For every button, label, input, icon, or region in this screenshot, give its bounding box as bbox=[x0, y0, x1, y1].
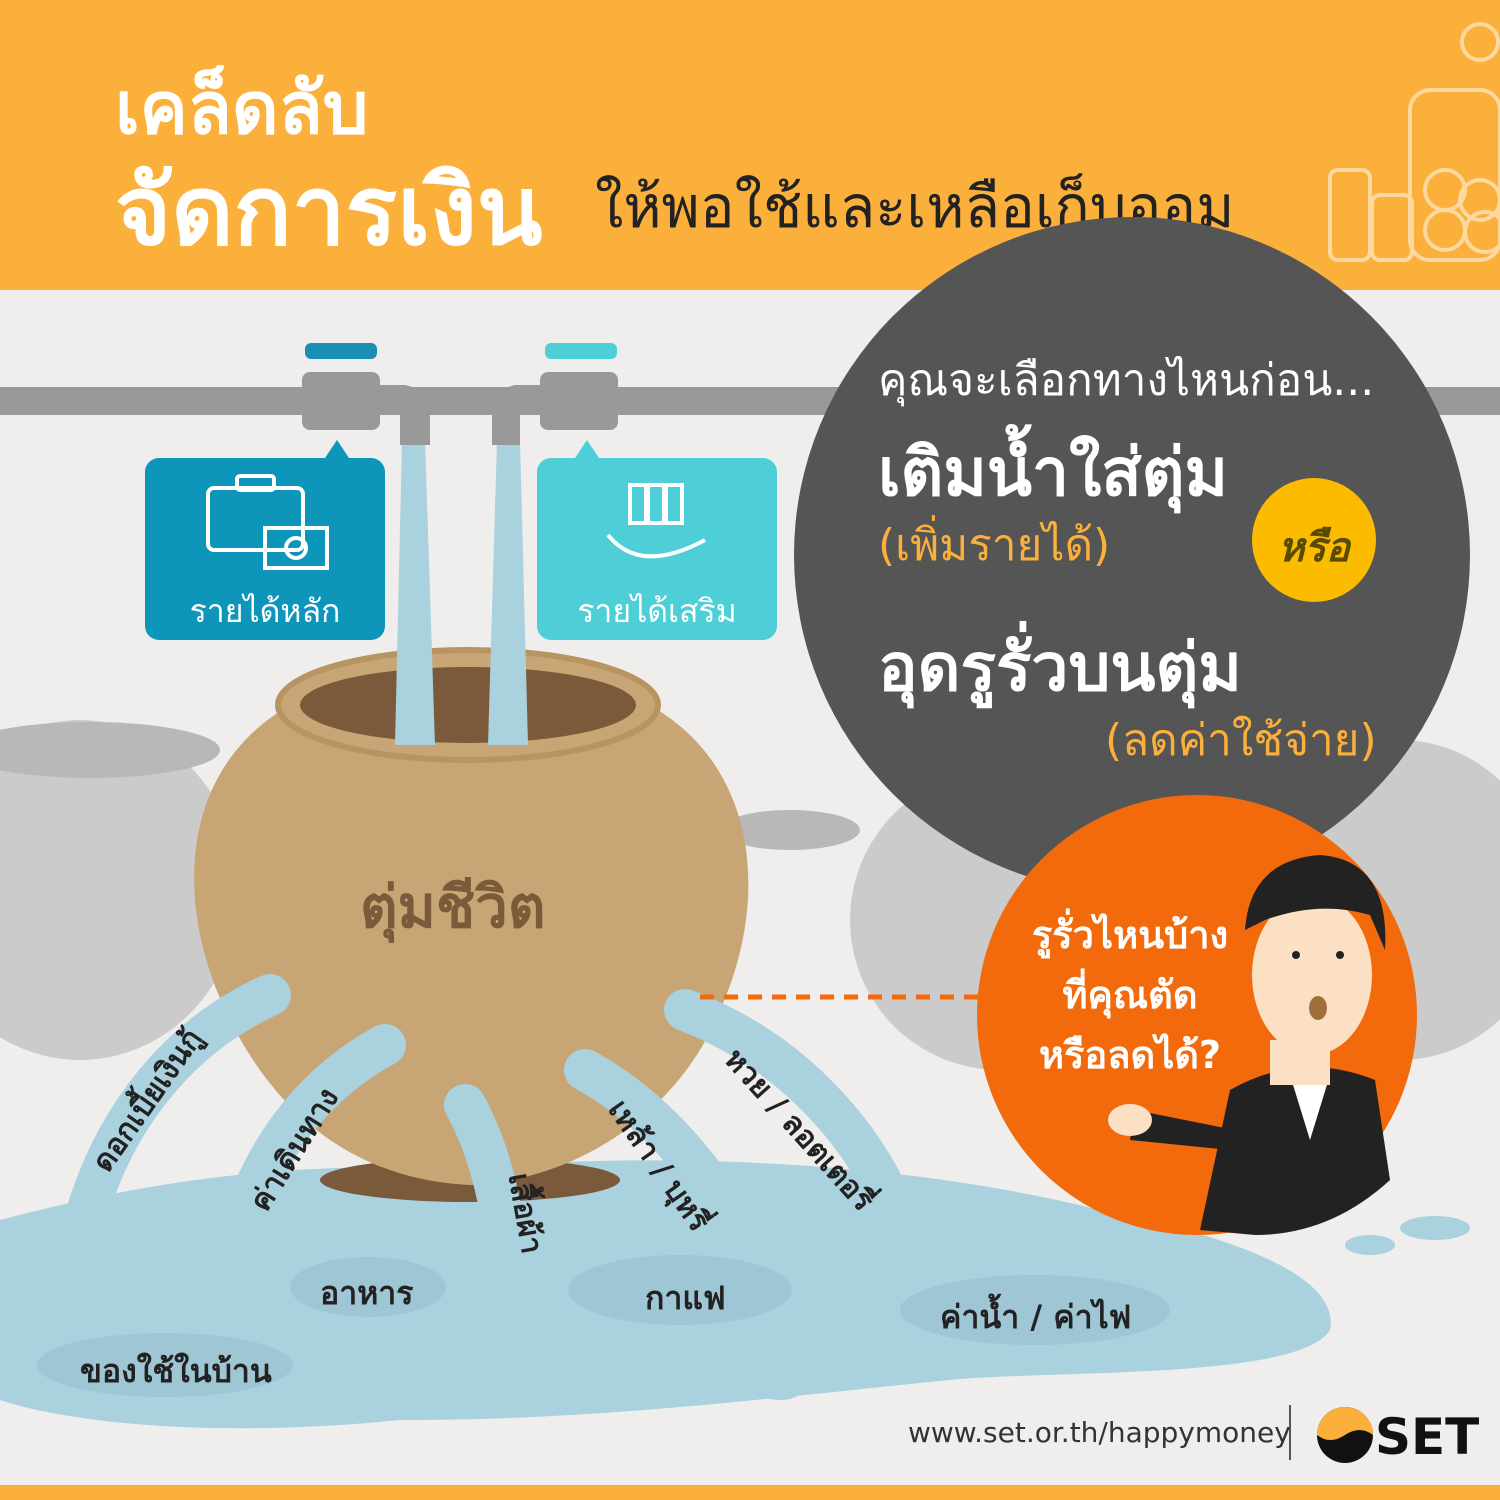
website-link[interactable]: www.set.or.th/happymoney bbox=[908, 1416, 1291, 1449]
coin-jar-plant-icon bbox=[1328, 22, 1500, 262]
question-circle bbox=[794, 217, 1470, 893]
businessman-illustration bbox=[1108, 855, 1390, 1235]
or-label: หรือ bbox=[1278, 525, 1350, 571]
puddle-label-coffee: กาแฟ bbox=[645, 1279, 726, 1317]
main-income-label: รายได้หลัก bbox=[189, 592, 341, 630]
faucet-main-icon bbox=[302, 343, 430, 445]
puddle-label-utilities: ค่าน้ำ / ค่าไฟ bbox=[940, 1298, 1132, 1336]
puddle-label-food: อาหาร bbox=[320, 1274, 414, 1312]
puddle-label-household: ของใช้ในบ้าน bbox=[80, 1352, 272, 1390]
option-add-water-note: (เพิ่มรายได้) bbox=[878, 520, 1111, 571]
option-plug-leaks-note: (ลดค่าใช้จ่าย) bbox=[1105, 715, 1377, 766]
title-line1: เคล็ดลับ bbox=[115, 66, 369, 150]
option-add-water: เติมน้ำใส่ตุ่ม bbox=[878, 434, 1228, 511]
water-stream-extra bbox=[488, 440, 528, 745]
extra-income-label: รายได้เสริม bbox=[577, 592, 737, 630]
set-logo-icon bbox=[1317, 1407, 1373, 1463]
faucet-extra-icon bbox=[492, 343, 618, 445]
or-badge bbox=[1252, 478, 1376, 602]
coins-hand-icon bbox=[606, 483, 706, 559]
callout-line3: หรือลดได้? bbox=[1038, 1033, 1222, 1077]
leak-streams bbox=[64, 974, 916, 1261]
background-jar-left bbox=[0, 720, 240, 1060]
question-text: คุณจะเลือกทางไหนก่อน... bbox=[878, 355, 1375, 406]
callout-line1: รูรั่วไหนบ้าง bbox=[1031, 913, 1229, 957]
footer-bar bbox=[0, 1485, 1500, 1500]
set-logo-text: SET bbox=[1375, 1408, 1480, 1466]
extra-income-box bbox=[537, 458, 777, 640]
option-plug-leaks: อุดรูรั่วบนตุ่ม bbox=[878, 629, 1242, 706]
water-stream-main bbox=[395, 440, 435, 745]
callout-line2: ที่คุณตัด bbox=[1062, 973, 1198, 1017]
callout-text: รูรั่วไหนบ้าง ที่คุณตัด หรือลดได้? bbox=[1010, 905, 1250, 1085]
briefcase-money-icon bbox=[206, 474, 329, 570]
jar-label: ตุ่มชีวิต bbox=[360, 873, 546, 941]
title-line2: จัดการเงิน bbox=[115, 155, 543, 267]
